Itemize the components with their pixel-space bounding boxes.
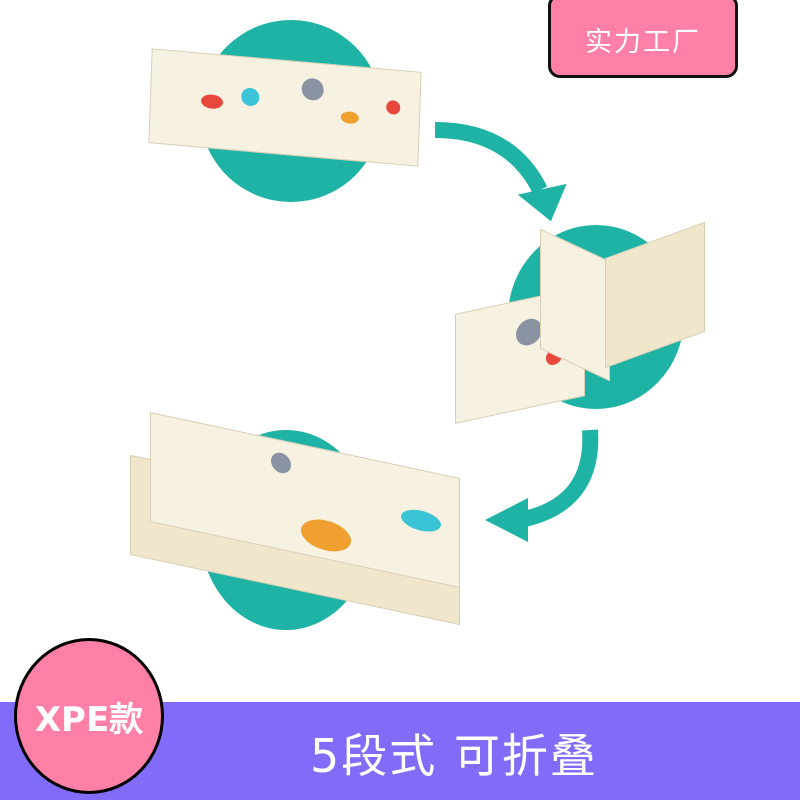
arrow-down-left-icon bbox=[485, 429, 599, 542]
xpe-badge: XPE款 bbox=[14, 638, 164, 794]
arrow-down-right-icon bbox=[434, 122, 567, 222]
mat-unfolded-image bbox=[148, 48, 422, 167]
xpe-badge-label: XPE款 bbox=[34, 699, 144, 740]
factory-badge-label: 实力工厂 bbox=[585, 27, 701, 58]
banner-text: 5段式 可折叠 bbox=[310, 729, 598, 783]
factory-badge: 实力工厂 bbox=[548, 0, 738, 78]
